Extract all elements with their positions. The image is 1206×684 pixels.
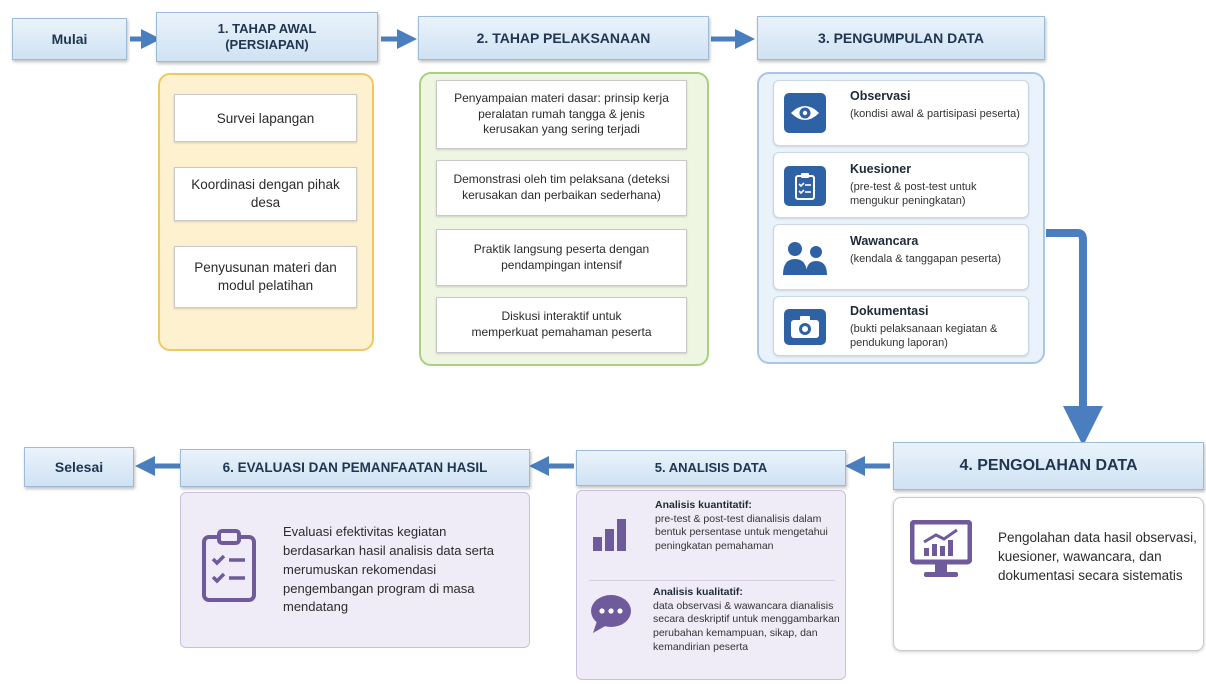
qual-title: Analisis kualitatif: (653, 586, 743, 598)
quant-text: pre-test & post-test dianalisis dalam be… (655, 512, 828, 552)
stage4-header: 4. PENGOLAHAN DATA (893, 442, 1204, 490)
stage2-header: 2. TAHAP PELAKSANAAN (418, 16, 709, 60)
stage6-header: 6. EVALUASI DAN PEMANFAATAN HASIL (180, 449, 530, 487)
stage3-header: 3. PENGUMPULAN DATA (757, 16, 1045, 60)
stage2-step-1: Penyampaian materi dasar: prinsip kerja … (436, 80, 687, 149)
stage5-title: 5. ANALISIS DATA (654, 460, 768, 476)
people-icon (782, 239, 830, 279)
stage3-item-observasi: Observasi (kondisi awal & partisipasi pe… (773, 80, 1029, 146)
stage3-title: 3. PENGUMPULAN DATA (818, 29, 984, 46)
stage1-step-1-text: Survei lapangan (216, 110, 315, 126)
wawancara-title: Wawancara (850, 234, 919, 248)
stage6-text: Evaluasi efektivitas kegiatan berdasarka… (283, 524, 495, 615)
stage3-item-kuesioner: Kuesioner (pre-test & post-test untuk me… (773, 152, 1029, 218)
stage2-title: 2. TAHAP PELAKSANAAN (476, 29, 651, 46)
stage4-panel: Pengolahan data hasil observasi, kuesion… (893, 497, 1204, 651)
checklist-icon (201, 529, 257, 603)
observasi-title: Observasi (850, 89, 911, 103)
stage4-text: Pengolahan data hasil observasi, kuesion… (998, 530, 1197, 584)
start-node: Mulai (12, 18, 127, 60)
monitor-chart-icon (909, 519, 973, 580)
start-label: Mulai (51, 30, 88, 47)
stage5-header: 5. ANALISIS DATA (576, 450, 846, 486)
stage2-step-1-text: Penyampaian materi dasar: prinsip kerja … (454, 91, 669, 137)
stage1-title-line1: 1. TAHAP AWAL (217, 21, 317, 37)
dokumentasi-title: Dokumentasi (850, 304, 929, 318)
stage1-step-2: Koordinasi dengan pihak desa (174, 167, 357, 221)
clipboard-icon (784, 166, 826, 206)
stage6-title: 6. EVALUASI DAN PEMANFAATAN HASIL (222, 459, 488, 475)
stage5-divider (589, 580, 835, 581)
stage2-step-4-text: Diskusi interaktif untuk memperkuat pema… (471, 309, 652, 339)
wawancara-text: (kendala & tanggapan peserta) (850, 253, 1002, 265)
chat-bubble-icon (589, 593, 633, 635)
stage1-step-3-text: Penyusunan materi dan modul pelatihan (194, 259, 337, 293)
stage1-header: 1. TAHAP AWAL (PERSIAPAN) (156, 12, 378, 62)
stage1-title-line2: (PERSIAPAN) (225, 37, 309, 52)
stage2-step-3: Praktik langsung peserta dengan pendampi… (436, 229, 687, 286)
stage2-step-3-text: Praktik langsung peserta dengan pendampi… (473, 241, 650, 272)
kuesioner-text: (pre-test & post-test untuk mengukur pen… (850, 181, 977, 208)
arrow-stage3-to-stage4 (1046, 229, 1103, 446)
stage5-panel: Analisis kuantitatif: pre-test & post-te… (576, 490, 846, 680)
eye-icon (784, 93, 826, 133)
bar-chart-icon (591, 513, 631, 553)
stage6-panel: Evaluasi efektivitas kegiatan berdasarka… (180, 492, 530, 648)
qual-text: data observasi & wawancara dianalisis se… (653, 599, 840, 653)
end-label: Selesai (54, 458, 104, 475)
stage1-step-1: Survei lapangan (174, 94, 357, 142)
stage1-step-2-text: Koordinasi dengan pihak desa (191, 176, 340, 210)
stage1-step-3: Penyusunan materi dan modul pelatihan (174, 246, 357, 308)
camera-icon (784, 309, 826, 345)
stage2-step-4: Diskusi interaktif untuk memperkuat pema… (436, 297, 687, 353)
stage2-step-2: Demonstrasi oleh tim pelaksana (deteksi … (436, 160, 687, 216)
kuesioner-title: Kuesioner (850, 162, 912, 176)
quant-title: Analisis kuantitatif: (655, 499, 752, 511)
stage3-item-dokumentasi: Dokumentasi (bukti pelaksanaan kegiatan … (773, 296, 1029, 356)
dokumentasi-text: (bukti pelaksanaan kegiatan & pendukung … (850, 323, 998, 350)
stage4-title: 4. PENGOLAHAN DATA (959, 457, 1138, 475)
observasi-text: (kondisi awal & partisipasi peserta) (850, 108, 1020, 120)
stage3-item-wawancara: Wawancara (kendala & tanggapan peserta) (773, 224, 1029, 290)
end-node: Selesai (24, 447, 134, 487)
stage2-step-2-text: Demonstrasi oleh tim pelaksana (deteksi … (453, 172, 670, 202)
